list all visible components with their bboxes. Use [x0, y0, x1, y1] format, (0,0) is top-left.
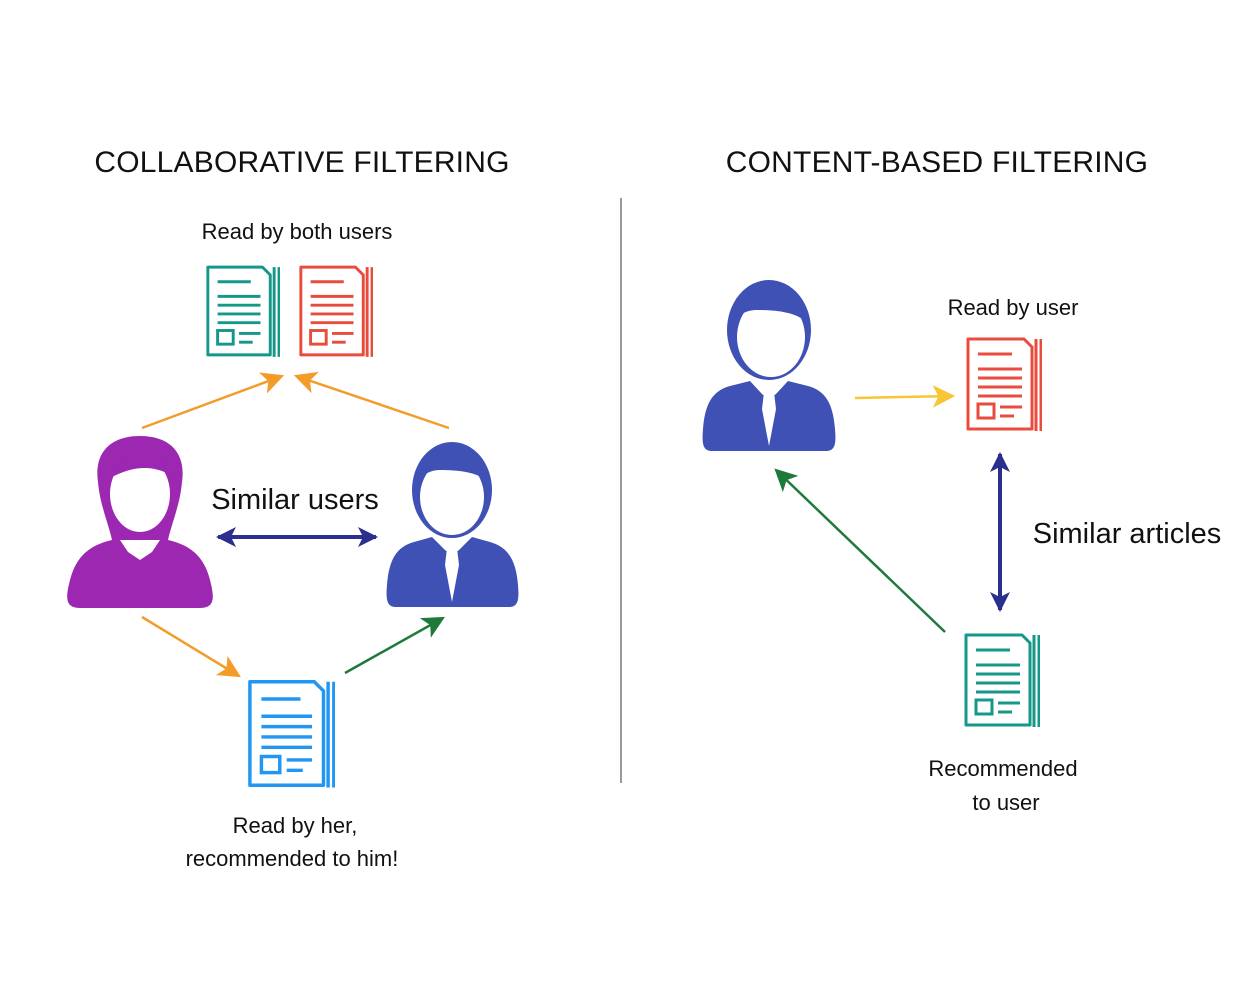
document-icon [206, 265, 280, 359]
document-icon [299, 265, 373, 359]
recommended-label: Recommended [928, 756, 1077, 781]
male-user-icon [386, 442, 519, 607]
read-by-user-label: Read by user [948, 295, 1079, 320]
collaborative-title: COLLABORATIVE FILTERING [94, 146, 509, 179]
female-user-icon [67, 436, 213, 608]
to-user-label: to user [972, 790, 1039, 815]
content-based-title: CONTENT-BASED FILTERING [726, 146, 1148, 179]
read-by-both-label: Read by both users [202, 219, 393, 244]
male-user-icon [702, 280, 836, 451]
female-to-top-docs-arrow [141, 372, 285, 430]
document-icon [248, 680, 335, 790]
read-by-her-label: Read by her, [233, 813, 358, 838]
blue-doc-to-male-arrow [344, 616, 445, 675]
similar-articles-label: Similar articles [1033, 518, 1222, 550]
user-to-read-doc-arrow [854, 385, 956, 408]
similar-users-label: Similar users [211, 484, 379, 516]
recommended-to-him-label: recommended to him! [186, 846, 399, 871]
recommended-doc-to-user-arrow [774, 468, 946, 633]
document-icon [966, 337, 1042, 433]
female-to-blue-doc-arrow [141, 615, 241, 678]
document-icon [964, 633, 1040, 729]
male-to-top-docs-arrow [293, 371, 450, 430]
